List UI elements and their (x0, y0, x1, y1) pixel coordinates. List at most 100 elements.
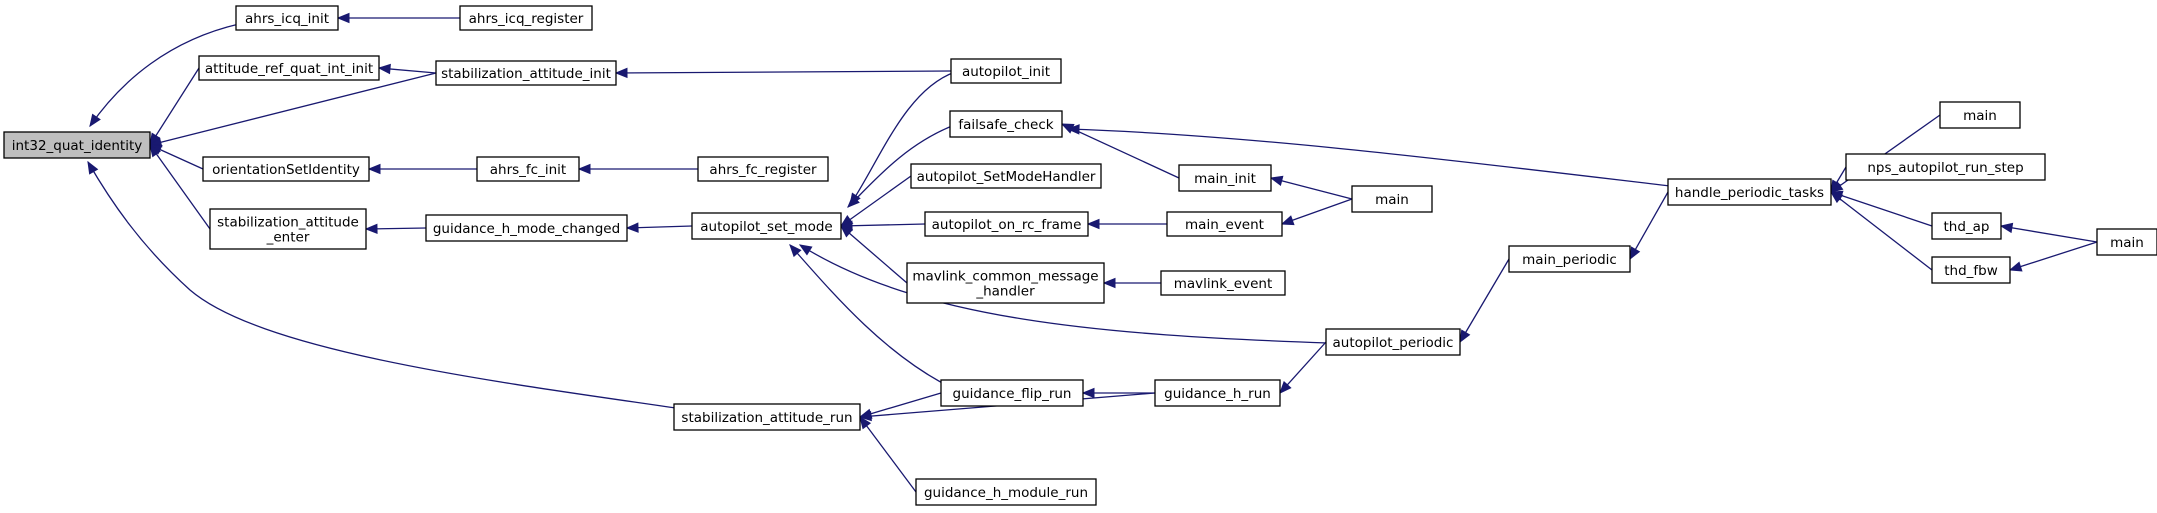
node-box[interactable] (1931, 256, 2011, 284)
arrowhead-icon (336, 12, 350, 24)
node-box[interactable] (950, 58, 1062, 84)
edge-stabilization_attitude_init-to-attitude_ref_quat_int_init (377, 63, 437, 75)
node-autopilot-init[interactable]: autopilot_init (950, 58, 1062, 84)
node-box[interactable] (673, 403, 861, 431)
edge-line (1061, 123, 1180, 179)
node-label: int32_quat_identity (12, 138, 142, 154)
node-guidance-h-module-run[interactable]: guidance_h_module_run (915, 478, 1097, 506)
edge-line (149, 72, 437, 146)
node-guidance-flip-run[interactable]: guidance_flip_run (940, 379, 1084, 407)
arrowhead-icon (840, 225, 854, 238)
edge-line (1459, 258, 1510, 343)
node-box[interactable] (1667, 178, 1832, 206)
edge-nps_autopilot_run_step-to-handle_periodic_tasks (1830, 166, 1847, 194)
node-autopilot-periodic[interactable]: autopilot_periodic (1325, 328, 1461, 356)
edge-line (615, 70, 952, 74)
node-label: autopilot_set_mode (700, 219, 832, 235)
arrowhead-icon (1830, 179, 1842, 194)
edge-line (149, 144, 211, 230)
node-box[interactable] (198, 55, 380, 81)
arrowhead-icon (1829, 191, 1844, 204)
edge-line (789, 244, 947, 386)
node-nps-autopilot-run-step[interactable]: nps_autopilot_run_step (1845, 153, 2046, 181)
edge-guidance_h_run-to-guidance_flip_run (1081, 387, 1155, 399)
arrowhead-icon (1280, 215, 1295, 226)
node-stabilization-attitude-run[interactable]: stabilization_attitude_run (673, 403, 861, 431)
node-box[interactable] (435, 60, 617, 86)
node-box[interactable] (1325, 328, 1461, 356)
node-box[interactable] (3, 131, 151, 159)
node-handle-periodic-tasks[interactable]: handle_periodic_tasks (1667, 178, 1832, 206)
node-autopilot-SetModeHandler[interactable]: autopilot_SetModeHandler (910, 163, 1102, 189)
node-ahrs-fc-register[interactable]: ahrs_fc_register (697, 156, 829, 182)
arrowhead-icon (1629, 246, 1641, 261)
node-label: guidance_h_run (1164, 386, 1271, 402)
node-stabilization-attitude-init[interactable]: stabilization_attitude_init (435, 60, 617, 86)
edge-main_c-to-thd_fbw (2008, 241, 2098, 272)
arrowhead-icon (1086, 218, 1100, 230)
node-box[interactable] (924, 211, 1089, 237)
node-box[interactable] (1166, 211, 1283, 237)
node-label: guidance_flip_run (953, 386, 1072, 402)
node-main-c[interactable]: main (2096, 228, 2157, 256)
node-box[interactable] (949, 110, 1063, 138)
node-box[interactable] (209, 208, 367, 250)
node-label: autopilot_init (962, 64, 1050, 80)
node-mavlink-event[interactable]: mavlink_event (1160, 270, 1286, 296)
edge-autopilot_periodic-to-autopilot_set_mode (798, 244, 1329, 344)
arrowhead-icon (2008, 261, 2023, 272)
node-box[interactable] (476, 156, 580, 182)
arrowhead-icon (625, 222, 639, 233)
node-main-event[interactable]: main_event (1166, 211, 1283, 237)
node-main-b[interactable]: main (1939, 101, 2021, 129)
node-box[interactable] (906, 262, 1105, 304)
node-box[interactable] (459, 5, 593, 31)
node-box[interactable] (1508, 245, 1631, 273)
edge-failsafe_check-to-autopilot_set_mode (847, 125, 953, 208)
node-box[interactable] (235, 5, 339, 31)
node-box[interactable] (1154, 379, 1281, 407)
node-box[interactable] (915, 478, 1097, 506)
node-orientationSetIdentity[interactable]: orientationSetIdentity (202, 156, 370, 182)
node-attitude-ref-quat-int-init[interactable]: attitude_ref_quat_int_init (198, 55, 380, 81)
node-box[interactable] (697, 156, 829, 182)
node-box[interactable] (2096, 228, 2157, 256)
node-ahrs-icq-init[interactable]: ahrs_icq_init (235, 5, 339, 31)
node-thd-fbw[interactable]: thd_fbw (1931, 256, 2011, 284)
node-autopilot-set-mode[interactable]: autopilot_set_mode (691, 212, 842, 240)
node-main-init[interactable]: main_init (1178, 164, 1272, 192)
node-box[interactable] (1178, 164, 1272, 192)
node-box[interactable] (1160, 270, 1286, 296)
node-failsafe-check[interactable]: failsafe_check (949, 110, 1063, 138)
node-box[interactable] (1351, 185, 1433, 213)
arrowhead-icon (89, 113, 101, 128)
node-ahrs-icq-register[interactable]: ahrs_icq_register (459, 5, 593, 31)
node-guidance-h-mode-changed[interactable]: guidance_h_mode_changed (425, 214, 628, 242)
arrowhead-icon (1999, 222, 2014, 234)
node-label: thd_fbw (1944, 263, 1998, 279)
node-label: nps_autopilot_run_step (1867, 160, 2023, 176)
arrowhead-icon (1081, 387, 1095, 399)
node-box[interactable] (202, 156, 370, 182)
node-int32-quat-identity[interactable]: int32_quat_identity (3, 131, 151, 159)
node-box[interactable] (940, 379, 1084, 407)
node-box[interactable] (1939, 101, 2021, 129)
node-main-a[interactable]: main (1351, 185, 1433, 213)
node-box[interactable] (1931, 212, 2002, 240)
node-thd-ap[interactable]: thd_ap (1931, 212, 2002, 240)
node-box[interactable] (691, 212, 842, 240)
node-ahrs-fc-init[interactable]: ahrs_fc_init (476, 156, 580, 182)
edge-ahrs_icq_register-to-ahrs_icq_init (336, 12, 460, 24)
node-guidance-h-run[interactable]: guidance_h_run (1154, 379, 1281, 407)
node-box[interactable] (910, 163, 1102, 189)
node-mavlink-common-message-handler[interactable]: mavlink_common_message_handler (906, 262, 1105, 304)
edge-line (149, 67, 200, 146)
node-label: ahrs_icq_init (245, 11, 329, 27)
node-label: main (1375, 192, 1409, 208)
node-stabilization-attitude-enter[interactable]: stabilization_attitude_enter (209, 208, 367, 250)
node-box[interactable] (425, 214, 628, 242)
node-box[interactable] (1845, 153, 2046, 181)
node-main-periodic[interactable]: main_periodic (1508, 245, 1631, 273)
node-autopilot-on-rc-frame[interactable]: autopilot_on_rc_frame (924, 211, 1089, 237)
